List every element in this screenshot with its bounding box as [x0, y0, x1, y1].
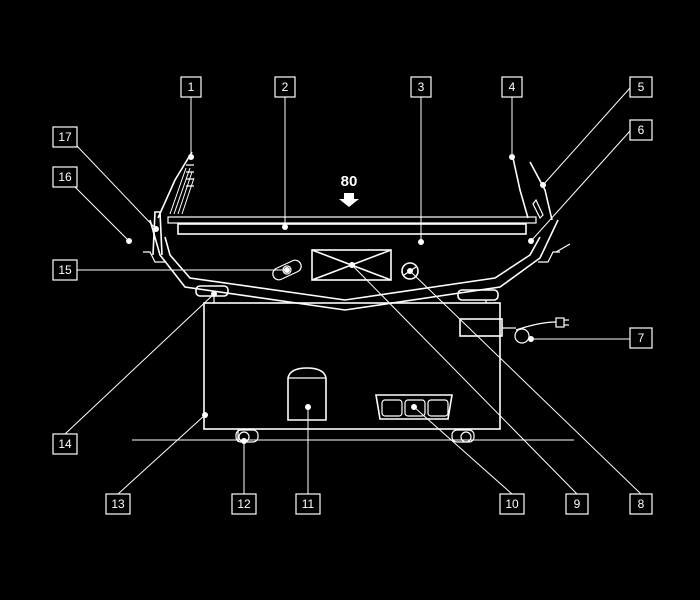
valve [272, 259, 302, 281]
gauge [401, 262, 419, 280]
callout-6: 6 [629, 119, 653, 141]
svg-text:12: 12 [237, 497, 251, 511]
svg-text:2: 2 [282, 80, 289, 94]
svg-text:13: 13 [111, 497, 125, 511]
machine-drawing [132, 151, 574, 443]
svg-text:11: 11 [302, 497, 315, 511]
callouts: 1 2 3 4 5 6 7 8 9 10 11 12 13 14 15 16 1… [52, 76, 653, 515]
callout-2: 2 [274, 76, 296, 98]
tray-inner [164, 236, 541, 301]
svg-text:7: 7 [638, 331, 645, 345]
right-guard-clip [532, 198, 544, 220]
callout-5: 5 [629, 76, 653, 98]
callout-16: 16 [52, 166, 78, 188]
svg-text:4: 4 [509, 80, 516, 94]
svg-text:15: 15 [58, 263, 72, 277]
gas-cylinder [287, 367, 327, 421]
callout-10: 10 [499, 493, 525, 515]
svg-text:17: 17 [58, 130, 72, 144]
power-cord [515, 321, 557, 331]
callout-7: 7 [629, 327, 653, 349]
svg-text:1: 1 [188, 80, 195, 94]
arrow-down-icon [339, 193, 359, 207]
callout-14: 14 [52, 433, 78, 455]
callout-17: 17 [52, 126, 78, 148]
right-support [457, 289, 499, 301]
callout-8: 8 [629, 493, 653, 515]
burner-box [311, 249, 392, 281]
left-guard-fins [186, 164, 194, 187]
right-guard-inner [512, 157, 529, 219]
callout-9: 9 [565, 493, 589, 515]
cord-loop [514, 328, 530, 344]
callout-3: 3 [410, 76, 432, 98]
callout-11: 11 [295, 493, 321, 515]
tray-outline [149, 219, 559, 311]
left-guard-post [152, 211, 163, 256]
bins [375, 394, 453, 420]
griddle-plate-top [167, 216, 537, 224]
callout-12: 12 [231, 493, 257, 515]
left-guard-outer [157, 151, 193, 219]
svg-text:10: 10 [505, 497, 519, 511]
svg-text:16: 16 [58, 170, 72, 184]
svg-text:3: 3 [418, 80, 425, 94]
svg-text:14: 14 [58, 437, 72, 451]
headline-value: 80 [341, 173, 358, 190]
wheel-right [451, 429, 475, 443]
svg-text:5: 5 [638, 80, 645, 94]
callout-4: 4 [501, 76, 523, 98]
callout-15: 15 [52, 259, 78, 281]
svg-text:6: 6 [638, 123, 645, 137]
cabinet [203, 302, 501, 430]
callout-13: 13 [105, 493, 131, 515]
plug [555, 317, 565, 328]
svg-text:8: 8 [638, 497, 645, 511]
griddle-plate [177, 223, 527, 235]
leader-lines [64, 87, 642, 495]
right-guard-outer [529, 161, 553, 221]
electrical-box [459, 318, 503, 337]
callout-1: 1 [180, 76, 202, 98]
svg-text:9: 9 [574, 497, 581, 511]
left-hinge [143, 251, 166, 263]
